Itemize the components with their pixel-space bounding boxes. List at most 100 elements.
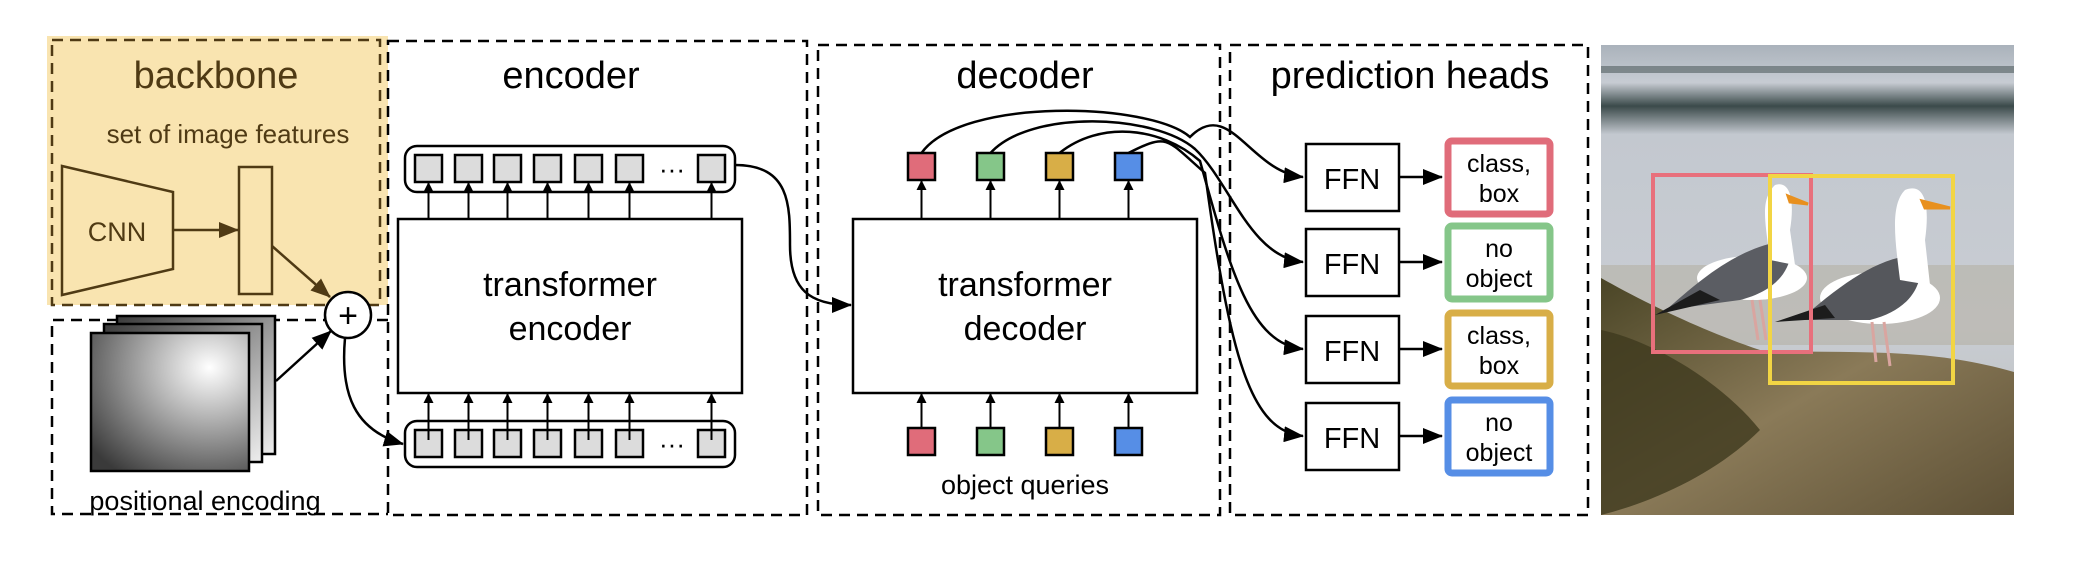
prediction-output-line2: object bbox=[1466, 439, 1533, 467]
object-queries-label: object queries bbox=[941, 470, 1109, 500]
backbone-title: backbone bbox=[134, 55, 299, 97]
sum-node: + bbox=[323, 290, 404, 447]
backbone-dashed-border bbox=[50, 38, 382, 307]
output-photo bbox=[1601, 45, 2014, 515]
decoder-dashed-border bbox=[816, 43, 1222, 517]
query-to-ffn-arrow bbox=[920, 109, 1304, 184]
plus-icon: + bbox=[338, 297, 358, 335]
query-to-ffn-arrow bbox=[989, 120, 1304, 269]
seagull-1-tail bbox=[1655, 290, 1720, 315]
prediction-output-box bbox=[1444, 222, 1554, 303]
positional-encoding-label: positional encoding bbox=[89, 486, 320, 516]
prediction-output-line2: box bbox=[1479, 180, 1520, 208]
transformer-decoder-block bbox=[851, 217, 1199, 395]
backbone-background bbox=[47, 36, 388, 305]
encoder-input-ellipsis: ··· bbox=[659, 429, 685, 459]
object-query-token bbox=[906, 426, 937, 457]
prediction-output-line1: class, bbox=[1467, 150, 1531, 178]
cnn-label: CNN bbox=[88, 217, 147, 247]
transformer-decoder-label-line2: decoder bbox=[964, 310, 1087, 348]
object-query-token bbox=[1044, 426, 1075, 457]
seagull-1-neck bbox=[1765, 184, 1795, 265]
encoder-input-row bbox=[403, 419, 737, 469]
photo-moss bbox=[1601, 330, 1760, 515]
prediction-output-box bbox=[1444, 396, 1554, 477]
decoder-output-query bbox=[975, 151, 1006, 182]
image-features-label: set of image features bbox=[107, 119, 350, 149]
encoder-title: encoder bbox=[502, 55, 640, 97]
seagull-1-leg bbox=[1750, 299, 1760, 341]
encoder-output-row bbox=[403, 144, 737, 194]
seagull-2-wing bbox=[1800, 255, 1921, 320]
encoder-arrows bbox=[423, 182, 717, 440]
seagull-2-leg-2 bbox=[1882, 321, 1892, 367]
encoder-output-ellipsis: ··· bbox=[659, 154, 685, 184]
cnn-trapezoid bbox=[60, 164, 175, 297]
encoder-output-token bbox=[453, 153, 484, 184]
ffn-label: FFN bbox=[1324, 249, 1380, 281]
features-to-sum-arrow bbox=[271, 245, 331, 298]
encoder-output-token bbox=[696, 153, 727, 184]
decoder-output-query bbox=[906, 151, 937, 182]
encoder-dashed-border bbox=[386, 39, 809, 517]
encoder-output-token bbox=[413, 153, 444, 184]
backbone-section: backbone set of image features CNN bbox=[47, 36, 388, 307]
positional-map-front bbox=[89, 331, 251, 473]
decoder-output-query bbox=[1113, 151, 1144, 182]
positional-to-sum-arrow bbox=[275, 330, 332, 382]
positional-encoding-section: positional encoding bbox=[50, 314, 388, 516]
prediction-output-line1: class, bbox=[1467, 322, 1531, 350]
ffn-label: FFN bbox=[1324, 336, 1380, 368]
seagull-2-leg bbox=[1870, 321, 1878, 363]
seagull-1 bbox=[1655, 184, 1809, 341]
seagull-1-leg-2 bbox=[1758, 299, 1768, 341]
decoder-query-tokens bbox=[906, 151, 1144, 457]
seagull-2-neck bbox=[1895, 188, 1930, 285]
feature-map-rect bbox=[237, 165, 274, 296]
query-to-ffn-arrow bbox=[1127, 140, 1304, 443]
object-query-token bbox=[1113, 426, 1144, 457]
ffn-block bbox=[1304, 227, 1401, 298]
prediction-output-line1: no bbox=[1485, 235, 1513, 263]
prediction-output-line2: object bbox=[1466, 265, 1533, 293]
decoder-output-query bbox=[1044, 151, 1075, 182]
ffn-block bbox=[1304, 142, 1401, 213]
transformer-decoder-label-line1: transformer bbox=[938, 266, 1112, 304]
ffn-label: FFN bbox=[1324, 423, 1380, 455]
seagull-2 bbox=[1775, 188, 1951, 367]
seagull-2-tail bbox=[1775, 305, 1835, 322]
seagull-2-beak bbox=[1919, 198, 1951, 210]
seagull-1-beak bbox=[1785, 193, 1809, 206]
encoder-to-decoder-arrow bbox=[734, 163, 852, 313]
prediction-output-line1: no bbox=[1485, 409, 1513, 437]
detection-box-red bbox=[1651, 173, 1813, 354]
encoder-section: encoder ··· transformer encoder ··· bbox=[386, 39, 852, 517]
encoder-output-token bbox=[573, 153, 604, 184]
prediction-output-box bbox=[1444, 309, 1554, 390]
transformer-encoder-block bbox=[396, 217, 744, 395]
encoder-output-token bbox=[614, 153, 645, 184]
sum-circle bbox=[323, 290, 373, 340]
photo-water-ripple bbox=[1601, 66, 2014, 73]
prediction-heads-title: prediction heads bbox=[1271, 55, 1550, 97]
decoder-section: decoder transformer decoder object queri… bbox=[816, 43, 1304, 517]
transformer-encoder-label-line2: encoder bbox=[509, 310, 632, 348]
sum-to-encoder-input-arrow bbox=[342, 337, 404, 447]
encoder-output-token bbox=[532, 153, 563, 184]
ffn-block bbox=[1304, 314, 1401, 385]
encoder-output-token bbox=[492, 153, 523, 184]
ffn-label: FFN bbox=[1324, 164, 1380, 196]
decoder-to-ffn-arrows bbox=[920, 109, 1304, 443]
decoder-title: decoder bbox=[956, 55, 1094, 97]
prediction-output-box bbox=[1444, 137, 1554, 218]
object-query-token bbox=[975, 426, 1006, 457]
detection-box-yellow bbox=[1768, 174, 1955, 385]
transformer-encoder-label-line1: transformer bbox=[483, 266, 657, 304]
prediction-head-row: FFN class,box bbox=[1304, 137, 1554, 218]
